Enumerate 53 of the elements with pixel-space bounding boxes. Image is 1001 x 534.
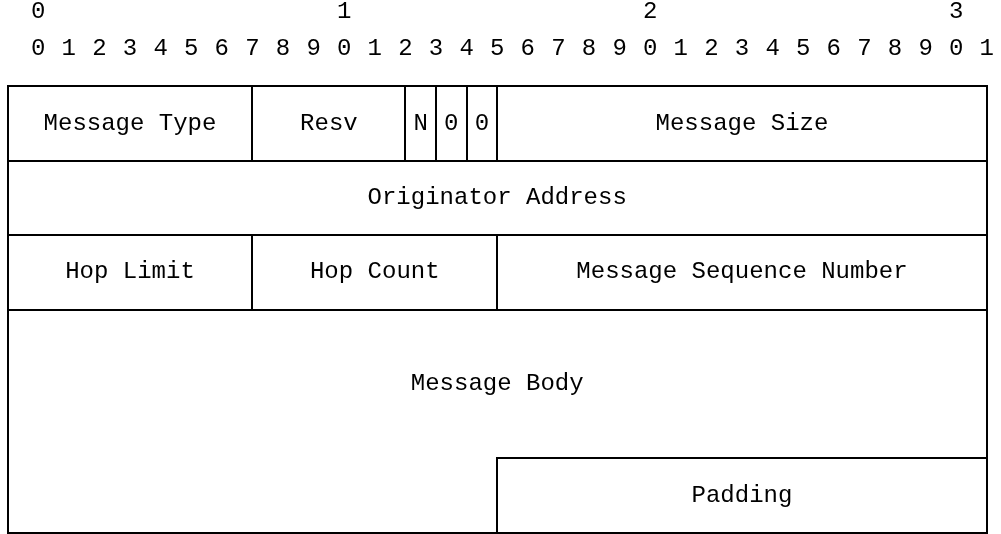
bit-number: 2 [703,34,720,65]
bit-number: 9 [917,34,934,65]
bit-number: 6 [213,34,230,65]
bit-number: 8 [580,34,598,65]
bit-number: 7 [244,34,261,65]
bit-number: 9 [305,34,322,65]
field-label: Resv [300,108,358,139]
bit-tens-number: 0 [30,0,47,27]
bit-number: 5 [795,34,812,65]
bit-tens-number: 2 [642,0,659,27]
bit-tens-number: 3 [948,0,965,27]
field-label: Originator Address [367,183,627,213]
field-label: Message Sequence Number [576,257,908,288]
packet-field [496,85,988,162]
bit-number: 0 [336,34,353,65]
bit-number: 4 [458,34,475,65]
bit-number: 0 [948,34,965,65]
field-label: 0 [474,108,490,139]
bit-number: 5 [183,34,200,65]
field-label: N [413,108,428,139]
bit-number: 0 [30,34,47,65]
bit-number: 3 [733,34,751,65]
bit-number: 6 [519,34,536,65]
bit-number: 1 [366,34,383,65]
packet-field [6,308,988,534]
packet-field [496,457,988,534]
field-label: Message Body [410,369,584,399]
bit-number: 1 [60,34,77,65]
bit-number: 6 [825,34,842,65]
bit-number: 3 [427,34,445,65]
bit-number: 7 [856,34,873,65]
field-label: Message Size [655,108,829,139]
bit-number: 2 [397,34,414,65]
bit-number: 4 [764,34,781,65]
bit-number: 2 [91,34,108,65]
bit-number: 9 [611,34,628,65]
bit-number: 0 [642,34,659,65]
packet-field [6,159,988,237]
packet-field [6,85,254,162]
field-label: Padding [691,480,793,511]
field-label: 0 [444,108,459,139]
bit-number: 4 [152,34,169,65]
bit-number: 1 [672,34,689,65]
bit-tens-number: 1 [336,0,353,27]
bit-number: 1 [978,34,995,65]
bit-number: 3 [121,34,139,65]
field-label: Hop Count [309,257,440,288]
bit-number: 7 [550,34,567,65]
bit-number: 8 [274,34,292,65]
bit-number: 8 [886,34,904,65]
field-label: Hop Limit [65,257,195,288]
bit-number: 5 [489,34,506,65]
field-label: Message Type [43,108,217,139]
